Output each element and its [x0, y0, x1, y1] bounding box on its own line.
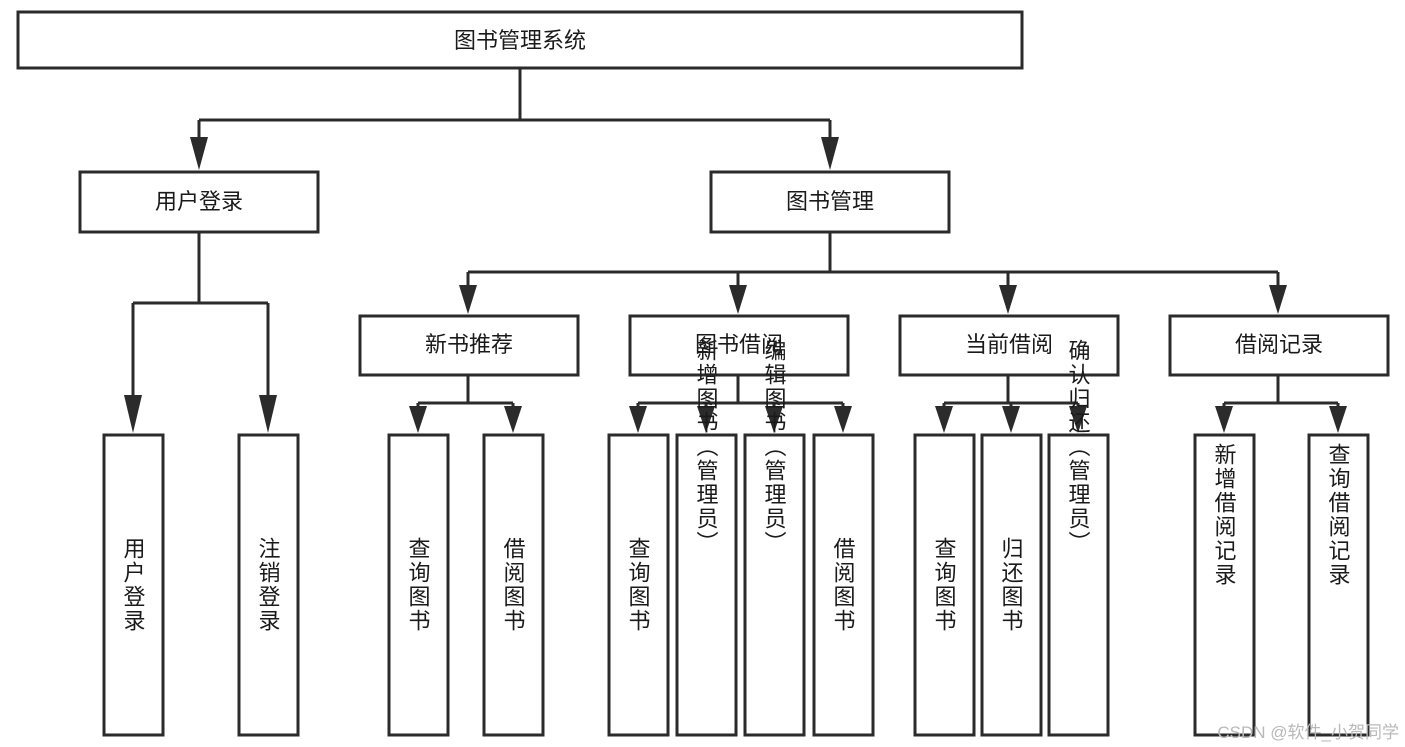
- node-book-manage[interactable]: 图书管理: [709, 170, 951, 234]
- node-new-book-rec-label: 新书推荐: [425, 332, 513, 357]
- connector-group-new-book-rec: [409, 375, 522, 433]
- arrow-head-leaf-edit-book: [765, 406, 783, 433]
- node-leaf-borrow-book-1-box[interactable]: [482, 433, 545, 737]
- connector-group-current-borrow: [935, 375, 1087, 433]
- arrow-head-new-book-rec: [459, 285, 477, 314]
- node-leaf-borrow-book-2-label: 借阅图书: [831, 537, 856, 633]
- arrow-head-leaf-confirm-return: [1069, 406, 1087, 433]
- node-current-borrow[interactable]: 当前借阅: [898, 314, 1120, 377]
- node-leaf-borrow-book-2[interactable]: 借阅图书: [812, 433, 875, 737]
- node-root-label: 图书管理系统: [454, 28, 586, 53]
- node-leaf-add-book-box[interactable]: [675, 433, 738, 737]
- node-leaf-query-book-3-label: 查询图书: [932, 537, 957, 633]
- node-current-borrow-label: 当前借阅: [965, 332, 1053, 357]
- node-new-book-rec[interactable]: 新书推荐: [358, 314, 580, 377]
- arrow-head-book-borrow: [729, 285, 747, 314]
- node-leaf-logout-box[interactable]: [237, 433, 300, 737]
- node-leaf-query-book-2-label: 查询图书: [626, 537, 651, 633]
- csdn-watermark: CSDN @软件_小贺同学: [1217, 723, 1399, 742]
- arrow-head-leaf-query-record: [1329, 406, 1347, 433]
- arrow-head-leaf-borrow-book-2: [834, 406, 852, 433]
- arrow-head-leaf-user-login: [124, 395, 142, 433]
- node-current-borrow-box[interactable]: [898, 314, 1120, 377]
- node-leaf-query-record-box[interactable]: [1307, 433, 1370, 737]
- node-book-borrow-box[interactable]: [628, 314, 850, 377]
- node-leaf-confirm-return-label: 确认归还（管理员）: [1066, 339, 1091, 555]
- node-leaf-query-book-2[interactable]: 查询图书: [607, 433, 670, 737]
- node-root[interactable]: 图书管理系统: [16, 10, 1024, 70]
- node-leaf-user-login-box[interactable]: [102, 433, 165, 737]
- connector-group-root: [190, 68, 839, 170]
- node-book-borrow-label: 图书借阅: [695, 332, 783, 357]
- node-leaf-user-login[interactable]: 用户登录: [102, 433, 165, 737]
- arrow-head-borrow-record: [1269, 285, 1287, 314]
- connector-group-user-login: [124, 232, 277, 433]
- arrow-head-leaf-borrow-book-1: [504, 406, 522, 433]
- node-root-box[interactable]: [16, 10, 1024, 70]
- node-book-borrow[interactable]: 图书借阅: [628, 314, 850, 377]
- node-borrow-record[interactable]: 借阅记录: [1168, 314, 1390, 377]
- connector-group-borrow-record: [1215, 375, 1347, 433]
- node-leaf-query-record-label: 查询借阅记录: [1326, 443, 1351, 587]
- node-leaf-user-login-label: 用户登录: [121, 537, 146, 633]
- node-leaf-logout[interactable]: 注销登录: [237, 433, 300, 737]
- node-leaf-query-book-3-box[interactable]: [913, 433, 976, 737]
- node-leaf-return-book[interactable]: 归还图书: [980, 433, 1043, 737]
- node-leaf-confirm-return[interactable]: 确认归还（管理员）: [1047, 339, 1110, 737]
- node-leaf-confirm-return-box[interactable]: [1047, 433, 1110, 737]
- node-leaf-add-book[interactable]: 新增图书（管理员）: [675, 339, 738, 737]
- node-leaf-query-book-3[interactable]: 查询图书: [913, 433, 976, 737]
- node-leaf-add-record-box[interactable]: [1193, 433, 1256, 737]
- node-leaf-edit-book-box[interactable]: [743, 433, 806, 737]
- arrow-head-book-manage: [821, 137, 839, 170]
- node-leaf-query-book-2-box[interactable]: [607, 433, 670, 737]
- node-leaf-query-book-1[interactable]: 查询图书: [387, 433, 450, 737]
- arrow-head-leaf-add-record: [1215, 406, 1233, 433]
- arrow-head-leaf-logout: [259, 395, 277, 433]
- node-leaf-query-record[interactable]: 查询借阅记录: [1307, 433, 1370, 737]
- node-leaf-add-record-label: 新增借阅记录: [1212, 443, 1237, 587]
- node-user-login[interactable]: 用户登录: [78, 170, 320, 234]
- node-leaf-add-book-label: 新增图书（管理员）: [694, 339, 719, 555]
- node-user-login-label: 用户登录: [155, 189, 243, 214]
- node-borrow-record-box[interactable]: [1168, 314, 1390, 377]
- arrow-head-leaf-query-book-1: [409, 406, 427, 433]
- node-leaf-return-book-label: 归还图书: [999, 537, 1024, 633]
- node-borrow-record-label: 借阅记录: [1235, 332, 1323, 357]
- node-leaf-query-book-1-box[interactable]: [387, 433, 450, 737]
- node-user-login-box[interactable]: [78, 170, 320, 234]
- arrow-head-leaf-add-book: [697, 406, 715, 433]
- node-leaf-query-book-1-label: 查询图书: [406, 537, 431, 633]
- node-leaf-logout-label: 注销登录: [256, 537, 281, 633]
- node-leaf-borrow-book-1[interactable]: 借阅图书: [482, 433, 545, 737]
- arrow-head-leaf-query-book-3: [935, 406, 953, 433]
- arrow-head-user-login: [190, 137, 208, 170]
- connector-group-book-manage: [459, 232, 1287, 314]
- node-leaf-edit-book[interactable]: 编辑图书（管理员）: [743, 339, 806, 737]
- node-leaf-return-book-box[interactable]: [980, 433, 1043, 737]
- node-leaf-edit-book-label: 编辑图书（管理员）: [762, 339, 787, 555]
- node-new-book-rec-box[interactable]: [358, 314, 580, 377]
- arrow-head-leaf-query-book-2: [629, 406, 647, 433]
- node-book-manage-box[interactable]: [709, 170, 951, 234]
- arrow-head-current-borrow: [999, 285, 1017, 314]
- node-leaf-borrow-book-2-box[interactable]: [812, 433, 875, 737]
- arrow-head-leaf-return-book: [1002, 406, 1020, 433]
- connector-group-book-borrow: [629, 375, 852, 433]
- node-leaf-borrow-book-1-label: 借阅图书: [501, 537, 526, 633]
- node-leaf-add-record[interactable]: 新增借阅记录: [1193, 433, 1256, 737]
- node-book-manage-label: 图书管理: [786, 189, 874, 214]
